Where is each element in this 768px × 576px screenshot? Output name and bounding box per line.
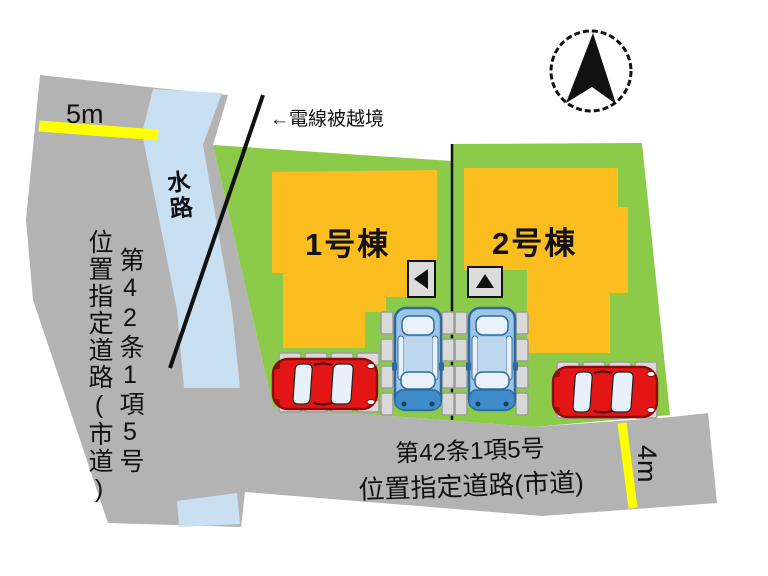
building-2-label: 2号棟 <box>492 226 578 261</box>
blue-car-lot1 <box>390 306 446 412</box>
bottom-road-label: 第42条1項5号 位置指定道路(市道) <box>347 427 594 508</box>
red-car-lot1 <box>271 357 379 411</box>
north-arrow-icon <box>549 29 633 113</box>
road-width-top-label: 5m <box>66 99 104 129</box>
waterway-strip <box>142 89 240 388</box>
waterway-lower-patch <box>177 493 240 527</box>
road-width-mark-5m <box>38 120 159 141</box>
road-width-bottom-label: 4m <box>632 445 662 483</box>
entrance-arrow-lot1 <box>407 260 436 298</box>
left-triangle-arrow-icon <box>414 269 428 289</box>
building-2-footprint <box>464 168 628 353</box>
left-road-label-line1: 第42条1項5号 <box>116 247 144 475</box>
up-triangle-arrow-icon <box>476 274 494 288</box>
left-road-label-line2: 位置指定道路(市道) <box>85 229 113 505</box>
waterway-label: 水路 <box>162 168 194 224</box>
blue-car-lot2 <box>464 306 520 412</box>
building-1-footprint <box>272 170 437 348</box>
building-1-label: 1号棟 <box>305 227 391 262</box>
entrance-arrow-lot2 <box>467 266 503 298</box>
red-car-lot2 <box>551 365 659 419</box>
road-width-mark-4m <box>617 422 638 509</box>
power-line-note: ←電線被越境 <box>270 109 385 130</box>
power-line <box>168 94 265 369</box>
